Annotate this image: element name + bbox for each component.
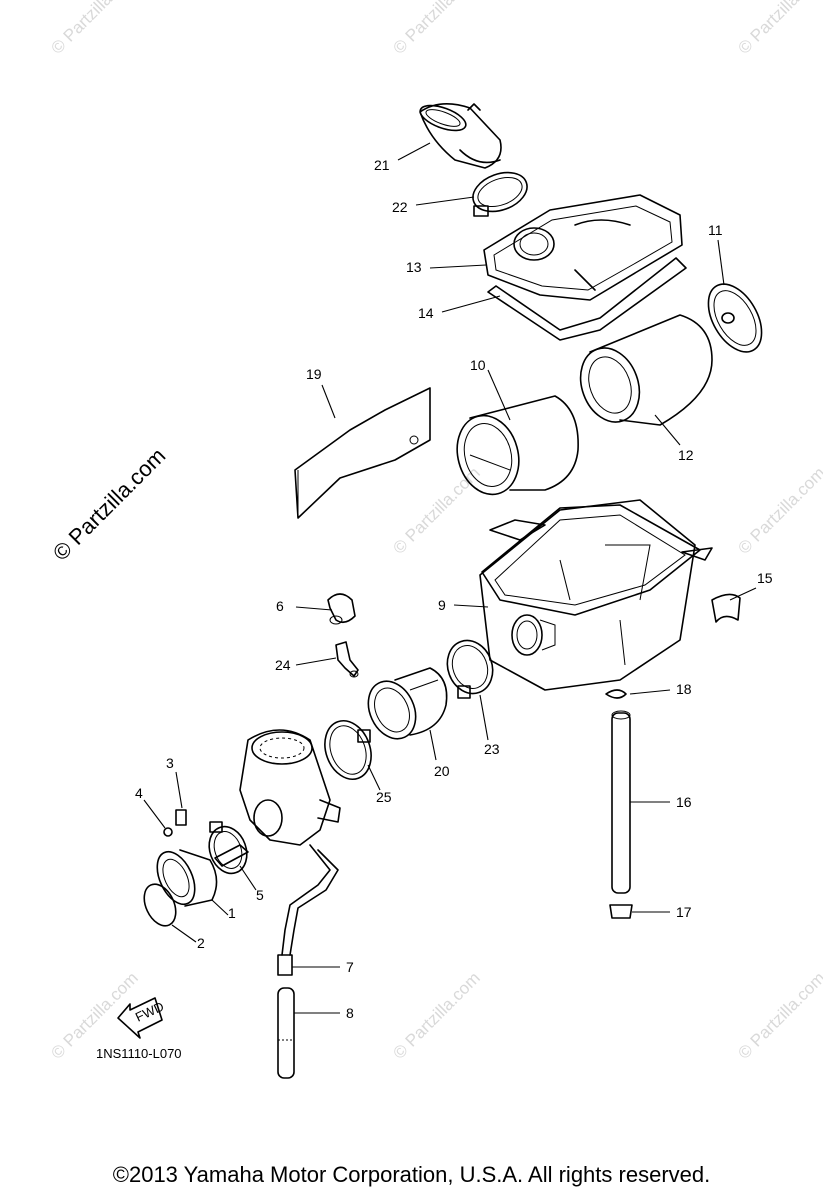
part-18-clip [605,689,627,699]
part-14-gasket [487,257,687,341]
callout-4: 4 [135,785,143,801]
part-3-screw [175,809,187,826]
callout-6: 6 [276,598,284,614]
part-20-joint [367,667,448,740]
callout-13: 13 [406,259,422,275]
callout-20: 20 [434,763,450,779]
callout-15: 15 [757,570,773,586]
part-8-hose [277,987,295,1079]
callout-22: 22 [392,199,408,215]
callout-24: 24 [275,657,291,673]
watermark-text: © Partzilla.com [389,0,483,58]
part-17-plug [609,904,633,919]
carburetor [214,729,341,956]
part-13-airbox-cover [483,194,683,301]
part-1-carb-joint [156,849,218,907]
callout-9: 9 [438,597,446,613]
callout-17: 17 [676,904,692,920]
part-16-drain-hose [611,710,631,894]
part-23-clamp [446,639,494,699]
callout-1: 1 [228,905,236,921]
part-10-inner-element [456,395,579,496]
fwd-arrow-icon: FWD [117,997,166,1039]
part-12-filter-element [579,314,713,426]
part-6-cap [327,593,356,625]
callout-14: 14 [418,305,434,321]
callout-23: 23 [484,741,500,757]
watermark-text: © Partzilla.com [734,463,823,557]
part-4-washer [163,827,173,837]
watermark-text: © Partzilla.com [734,968,823,1062]
callout-10: 10 [470,357,486,373]
callout-21: 21 [374,157,390,173]
callout-19: 19 [306,366,322,382]
callout-3: 3 [166,755,174,771]
watermark-main: © Partzilla.com [48,443,171,566]
callout-labels: 1 2 3 4 5 6 7 8 9 10 11 12 13 14 15 16 1… [135,157,773,1021]
part-7-joint [277,954,293,976]
callout-11: 11 [708,222,723,238]
part-24-joint-pipe [335,641,359,678]
part-19-guard-plate [294,387,431,519]
callout-5: 5 [256,887,264,903]
callout-8: 8 [346,1005,354,1021]
callout-2: 2 [197,935,205,951]
watermark-text: © Partzilla.com [389,968,483,1062]
callout-25: 25 [376,789,392,805]
watermark-text: © Partzilla.com [47,0,141,58]
watermark-text: © Partzilla.com [389,463,483,557]
part-2-o-ring [143,883,177,927]
part-9-airbox [479,499,713,691]
part-11-cap [707,283,763,353]
copyright-notice: ©2013 Yamaha Motor Corporation, U.S.A. A… [112,1162,711,1187]
part-21-intake-duct [419,103,502,169]
leader-lines [143,142,757,1014]
callout-16: 16 [676,794,692,810]
watermark-text: © Partzilla.com [734,0,823,58]
callout-7: 7 [346,959,354,975]
watermark-layer: © Partzilla.com © Partzilla.com © Partzi… [47,0,823,1063]
part-22-clamp [472,171,528,217]
part-5-clamp [208,821,248,875]
part-15-clip [711,593,741,623]
callout-18: 18 [676,681,692,697]
part-25-clamp [324,720,372,780]
callout-12: 12 [678,447,694,463]
diagram-code: 1NS1110-L070 [96,1046,182,1061]
